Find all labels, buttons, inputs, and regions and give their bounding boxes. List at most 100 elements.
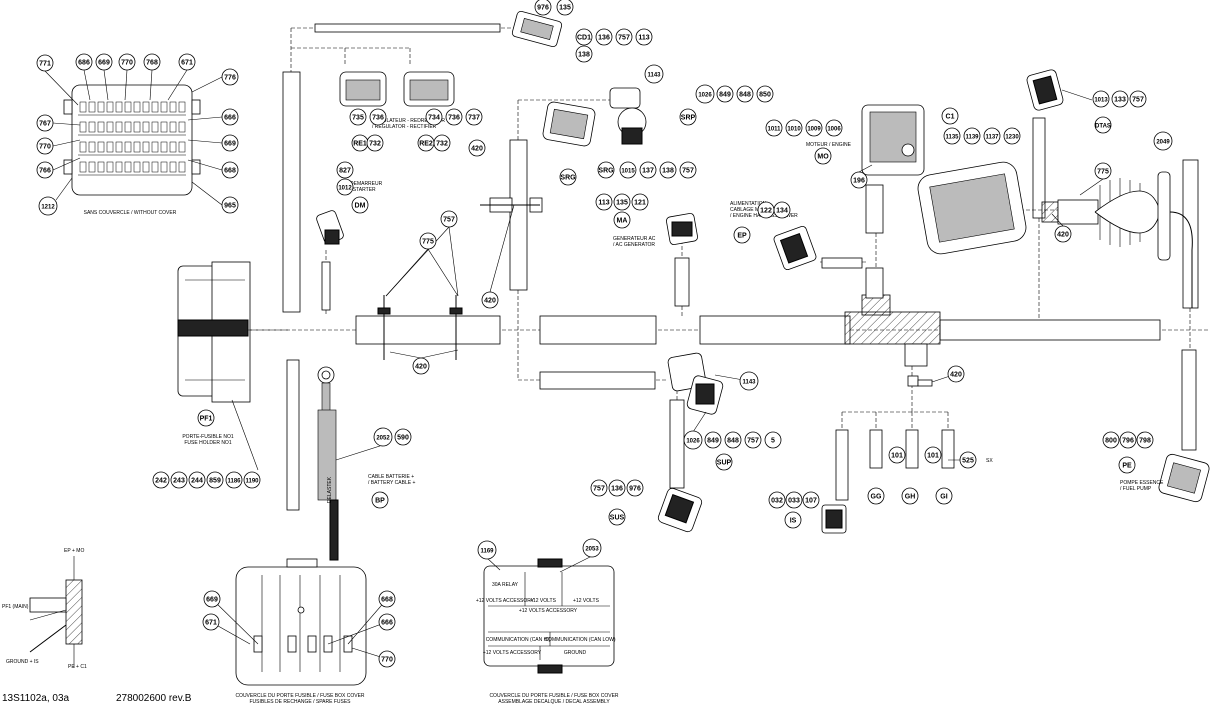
callout-p196: 196 [850,171,868,189]
callout-p732: 732 [366,134,384,152]
legend-pe-c1: PE + C1 [68,664,87,670]
engine-connector: MOTEUR / ENGINE [806,104,925,176]
caption-decal-2: ASSEMBLAGE DECALQUE / DECAL ASSEMBLY [498,699,610,705]
callout-p1012: 1012 [336,178,354,196]
callout-text: 1143 [742,380,756,386]
callout-p135b: 135 [613,193,631,211]
callout-is: IS [784,511,802,529]
fuse-slot [133,101,141,113]
leader-line [187,116,223,121]
leader-line [52,122,81,126]
callout-circle [95,53,113,71]
callout-text: RE1 [353,141,367,148]
callout-circle [366,134,384,152]
callout-circle [1119,431,1137,449]
callout-text: 1009 [807,127,821,133]
callout-p848b: 848 [724,431,742,449]
callout-text: 5 [771,438,775,445]
callout-p734: 734 [425,108,443,126]
callout-circle [724,431,742,449]
callout-text: SRP [681,115,696,122]
fuse-slot [169,121,177,133]
callout-text: C1 [946,114,955,121]
callout-p1006: 1006 [825,119,843,137]
callout-text: PE [1122,463,1132,470]
callout-text: 734 [428,115,440,122]
callout-circle [371,491,389,509]
callout-circle [336,178,354,196]
callout-srg: SRG [559,168,577,186]
callout-text: 849 [719,92,731,99]
callout-p113b: 113 [595,193,613,211]
main-harness [250,23,1210,511]
callout-circle [221,161,239,179]
fuse-slot [142,101,150,113]
leader-line [858,164,873,173]
callout-p590: 590 [394,428,412,446]
callout-text: 686 [78,60,90,67]
callout-text: 671 [205,620,217,627]
callout-circle [225,471,243,489]
callout-p850: 850 [756,85,774,103]
caption-starter-2: / STARTER [350,187,376,193]
leader-line [692,411,707,433]
callout-circle [941,107,959,125]
callout-circle [631,193,649,211]
callout-text: 849 [707,438,719,445]
callout-text: 757 [443,217,455,224]
fuse-slot [106,161,114,173]
callout-text: 134 [776,208,788,215]
leader-line [385,248,429,297]
callout-text: 737 [468,115,480,122]
callout-circle [785,119,803,137]
callout-gh: GH [901,487,919,505]
caption-fuse-box-cover-1: COUVERCLE DU PORTE FUSIBLE / FUSE BOX CO… [235,693,364,699]
callout-text: 757 [747,438,759,445]
callout-text: 669 [98,60,110,67]
callout-p757c: 757 [440,210,458,228]
callout-p669c: 669 [203,590,221,608]
callout-circle [197,409,215,427]
callout-p243: 243 [170,471,188,489]
callout-circle [784,511,802,529]
callout-p1010: 1010 [785,119,803,137]
leader-line [211,598,259,645]
callout-circle [659,161,677,179]
callout-circle [935,487,953,505]
fuse-slot [88,101,96,113]
fuse-slot [160,161,168,173]
callout-circle [608,479,626,497]
callout-circle [394,428,412,446]
callout-text: 135 [616,200,628,207]
callout-circle [1054,225,1072,243]
fuse-slot [151,161,159,173]
callout-text: MO [817,154,829,161]
callout-p1190: 1190 [243,471,261,489]
callout-circle [75,53,93,71]
callout-srp: SRP [679,108,697,126]
legend-ep-mo: EP + MO [64,548,84,554]
fuse-slot [178,121,186,133]
callout-text: 732 [436,141,448,148]
callout-text: MA [617,218,628,225]
callout-text: DTAS [1095,124,1111,130]
decal-comm-hi: COMMUNICATION (CAN HI) [486,637,551,643]
callout-circle [152,471,170,489]
callout-text: 525 [962,458,974,465]
callout-text: 771 [39,61,51,68]
callout-circle [1003,127,1021,145]
callout-circle [613,193,631,211]
fuse-slot [97,101,105,113]
callout-circle [118,53,136,71]
callout-text: 827 [339,168,351,175]
callout-circle [468,139,486,157]
callout-text: 135 [559,5,571,12]
callout-circle [1111,90,1129,108]
callout-p1143: 1143 [644,64,664,84]
callout-text: CD1 [577,35,591,42]
callout-p757: 757 [615,28,633,46]
callout-circle [901,487,919,505]
callout-p1139: 1139 [963,127,981,145]
caption-regulator-2: / REGULATOR - RECTIFIER [372,124,437,130]
callout-p420c: 420 [412,357,430,375]
